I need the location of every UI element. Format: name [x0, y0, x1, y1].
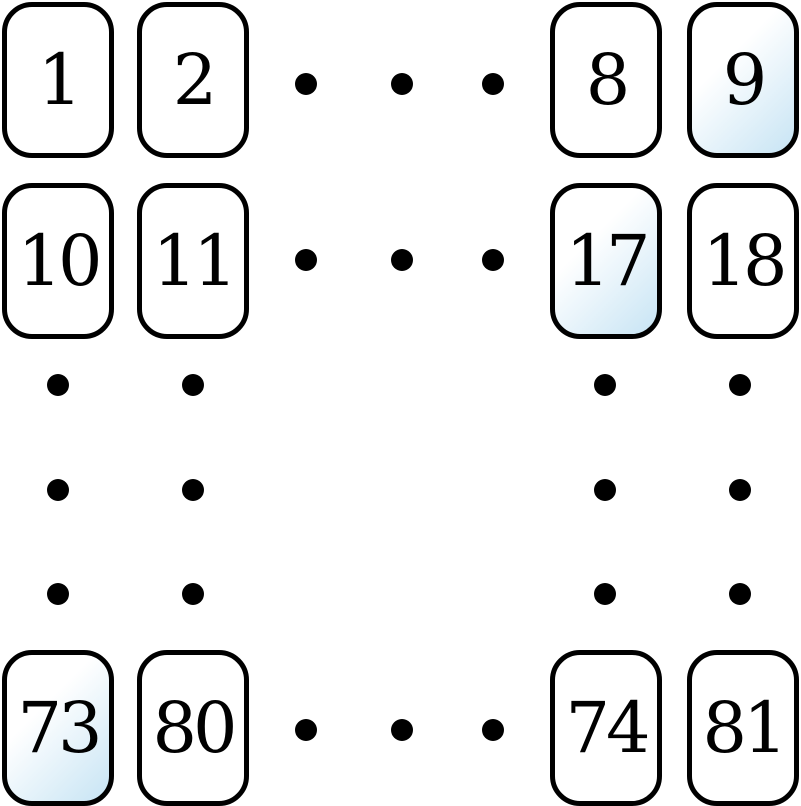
ellipsis-dot [594, 374, 616, 396]
ellipsis-dot [47, 583, 69, 605]
cell-9: 9 [687, 2, 799, 158]
cell-80: 80 [137, 650, 249, 806]
cell-74: 74 [550, 650, 662, 806]
ellipsis-dot [47, 374, 69, 396]
cell-81: 81 [687, 650, 799, 806]
cell-17: 17 [550, 183, 662, 339]
ellipsis-dot [482, 73, 504, 95]
ellipsis-dot [594, 479, 616, 501]
cell-10: 10 [2, 183, 114, 339]
cell-11: 11 [137, 183, 249, 339]
ellipsis-dot [47, 479, 69, 501]
cell-1: 1 [2, 2, 114, 158]
ellipsis-dot [594, 583, 616, 605]
ellipsis-dot [729, 479, 751, 501]
ellipsis-dot [391, 719, 413, 741]
ellipsis-dot [295, 249, 317, 271]
cell-18: 18 [687, 183, 799, 339]
ellipsis-dot [482, 719, 504, 741]
ellipsis-dot [391, 249, 413, 271]
ellipsis-dot [182, 479, 204, 501]
ellipsis-dot [182, 374, 204, 396]
ellipsis-dot [482, 249, 504, 271]
ellipsis-dot [729, 374, 751, 396]
ellipsis-dot [391, 73, 413, 95]
ellipsis-dot [182, 583, 204, 605]
ellipsis-dot [729, 583, 751, 605]
cell-8: 8 [550, 2, 662, 158]
cell-2: 2 [137, 2, 249, 158]
cell-73: 73 [2, 650, 114, 806]
ellipsis-dot [295, 719, 317, 741]
ellipsis-dot [295, 73, 317, 95]
